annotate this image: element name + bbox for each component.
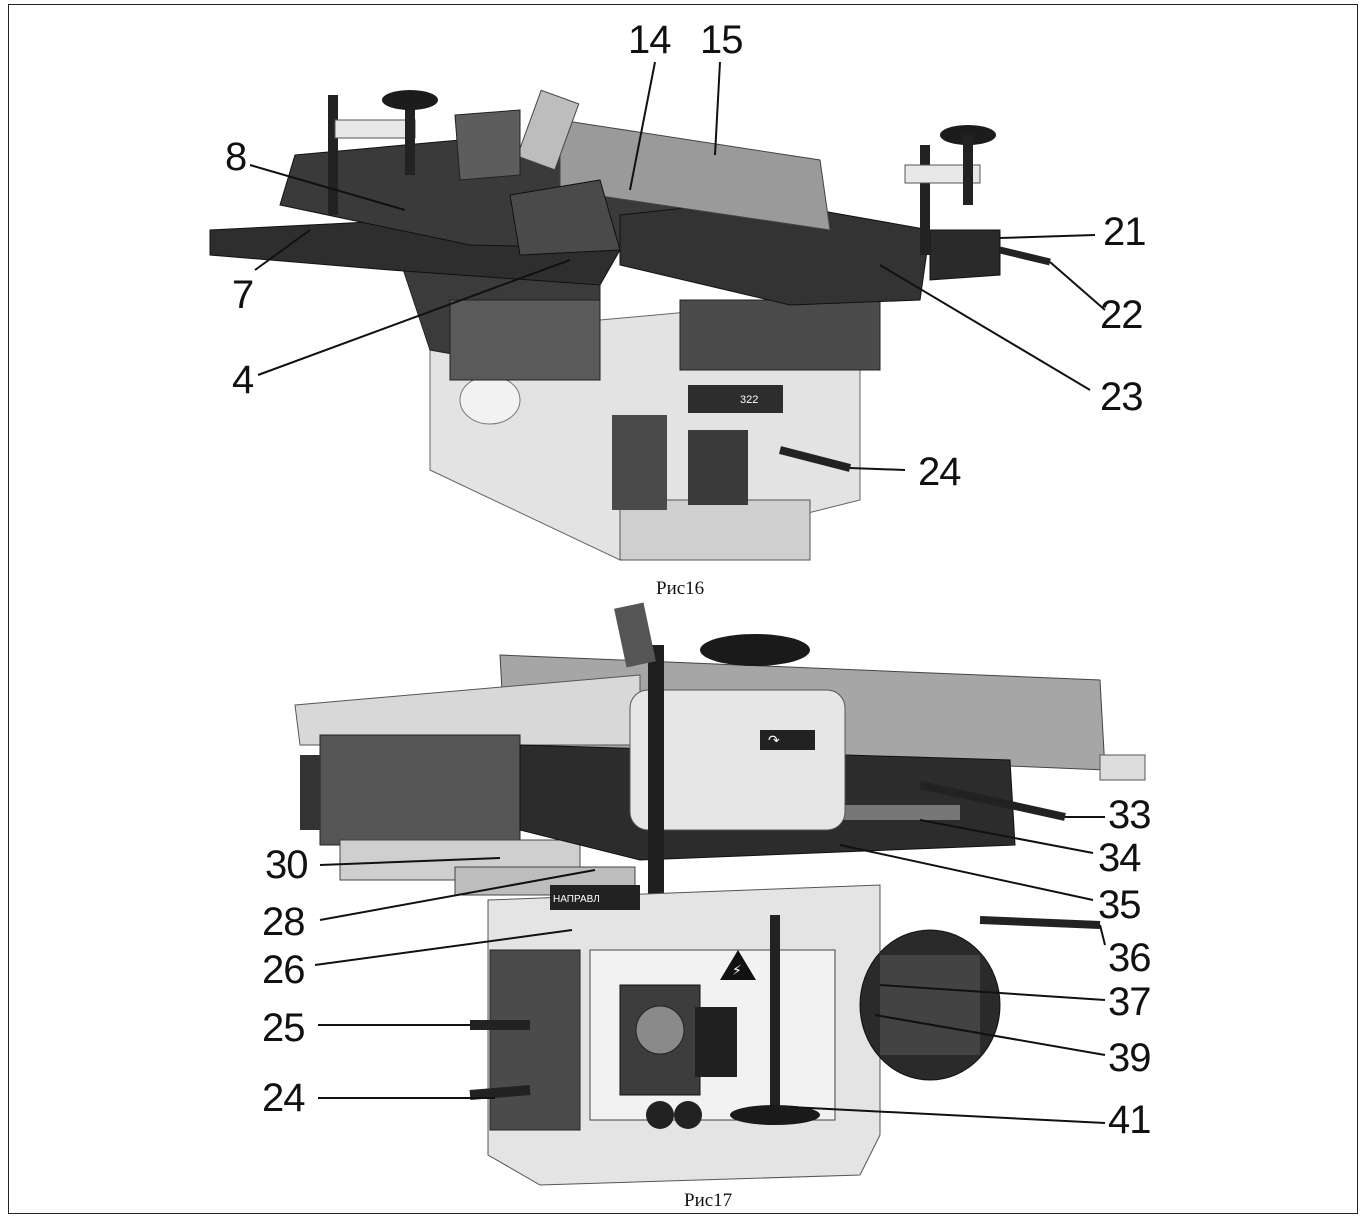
callout-8: 8 [225, 135, 247, 179]
page-frame [8, 4, 1358, 1214]
svg-text:↷: ↷ [768, 733, 780, 749]
figure-17-photo: ↷ ⚡ НАПРАВЛ [294, 602, 1146, 1186]
callout-37: 37 [1108, 980, 1151, 1024]
callout-14: 14 [628, 18, 671, 62]
callout-34: 34 [1098, 836, 1141, 880]
figure-17-caption: Рис17 [684, 1190, 733, 1211]
callout-25: 25 [262, 1006, 305, 1050]
callout-36: 36 [1108, 936, 1151, 980]
callout-21: 21 [1103, 210, 1146, 254]
callout-22: 22 [1100, 293, 1143, 337]
plate-napravl-text: НАПРАВЛ [553, 894, 600, 905]
callout-33: 33 [1108, 793, 1151, 837]
brand-plate-text: 322 [740, 394, 758, 406]
callout-4: 4 [232, 358, 254, 402]
callout-24-fig16: 24 [918, 450, 961, 494]
callout-35: 35 [1098, 883, 1141, 927]
svg-text:⚡: ⚡ [732, 963, 742, 979]
callout-39: 39 [1108, 1036, 1151, 1080]
figure-16-caption: Рис16 [656, 578, 705, 599]
callout-30: 30 [265, 843, 308, 887]
figure-16-photo: 322 [209, 61, 1106, 561]
callout-24-fig17: 24 [262, 1076, 305, 1120]
callout-41: 41 [1108, 1098, 1151, 1142]
callout-7: 7 [232, 273, 254, 317]
callout-15: 15 [700, 18, 743, 62]
callout-26: 26 [262, 948, 305, 992]
callout-23: 23 [1100, 375, 1143, 419]
callout-28: 28 [262, 900, 305, 944]
